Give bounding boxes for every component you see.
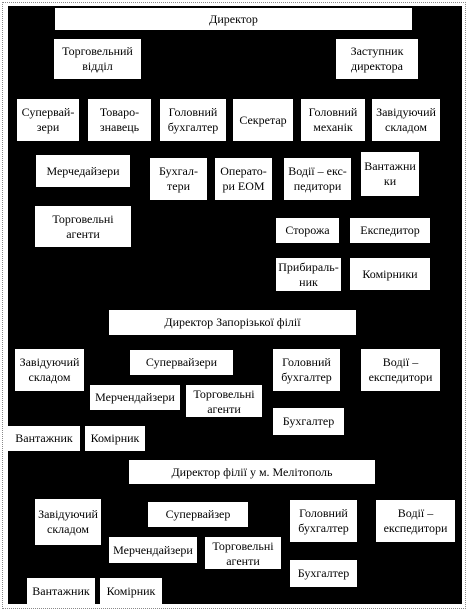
merchandisers-box-1: Мерчедайзери <box>36 155 130 187</box>
merchandisers-box-2: Мерчендайзери <box>90 385 180 410</box>
sales-agents-label-2: Торговельні агенти <box>193 387 255 416</box>
forwarder-label: Експедитор <box>360 223 420 237</box>
sales-agents-label-3: Торговельні агенти <box>212 539 274 568</box>
storekeepers-label-1: Комірники <box>362 266 418 281</box>
supervisors-label-1: Супервай- зери <box>21 105 75 134</box>
chief-accountant-box-1: Головний бухгалтер <box>160 99 226 141</box>
merchandisers-label-2: Мерчендайзери <box>95 390 175 404</box>
driver-forwarders-box-3: Водії – експедитори <box>376 500 455 542</box>
loader-box-2: Вантажник <box>8 426 80 451</box>
guards-label: Сторожа <box>285 223 330 237</box>
warehouse-head-label-1: Завідуючий складом <box>376 105 436 134</box>
storekeeper-box-3: Комірник <box>100 578 162 604</box>
cleaners-label: Прибираль- ник <box>278 260 339 289</box>
merchandisers-label-1: Мерчедайзери <box>46 163 120 178</box>
chief-mechanic-label: Головний механік <box>308 105 358 134</box>
merchandiser-box-1: Товаро- знавець <box>88 99 151 141</box>
melitopol-director-box: Директор філії у м. Мелітополь <box>129 460 375 484</box>
trade-department-box: Торговельний відділ <box>54 39 141 79</box>
supervisors-label-2: Супервайзери <box>145 355 218 369</box>
loaders-box-1: Вантажни ки <box>361 152 419 196</box>
secretary-label: Секретар <box>239 112 287 127</box>
driver-forwarders-box-2: Водії – експедитори <box>361 349 440 391</box>
storekeeper-label-3: Комірник <box>106 583 156 598</box>
computer-operators-box: Операто- ри ЕОМ <box>215 158 272 200</box>
supervisors-box-1: Супервай- зери <box>17 99 79 141</box>
loader-box-3: Вантажник <box>27 578 95 604</box>
loader-label-3: Вантажник <box>32 583 90 598</box>
merchandisers-label-3: Мерчендайзери <box>113 542 193 557</box>
chief-accountant-label-3: Головний бухгалтер <box>298 506 349 535</box>
director-box: Директор <box>55 8 412 30</box>
guards-box: Сторожа <box>276 218 339 243</box>
supervisors-box-2: Супервайзери <box>130 350 233 375</box>
accountant-label-3: Бухгалтер <box>297 566 350 580</box>
diagram-frame <box>2 2 466 609</box>
accountant-label-2: Бухгалтер <box>282 414 335 428</box>
trade-department-label: Торговельний відділ <box>62 44 133 73</box>
chief-accountant-box-2: Головний бухгалтер <box>273 349 340 391</box>
storekeeper-label-2: Комірник <box>90 431 140 445</box>
supervisor-label-3: Супервайзер <box>165 507 231 521</box>
deputy-director-label: Заступник директора <box>350 44 404 73</box>
chief-accountant-label-1: Головний бухгалтер <box>167 105 219 134</box>
warehouse-head-label-3: Завідуючий складом <box>38 507 98 536</box>
sales-agents-box-1: Торговельні агенти <box>35 206 131 247</box>
warehouse-head-box-2: Завідуючий складом <box>15 349 84 391</box>
loader-label-2: Вантажник <box>15 431 73 445</box>
deputy-director-box: Заступник директора <box>336 39 418 79</box>
sales-agents-box-2: Торговельні агенти <box>186 385 262 417</box>
storekeepers-box-1: Комірники <box>350 258 430 290</box>
sales-agents-box-3: Торговельні агенти <box>205 537 281 569</box>
storekeeper-box-2: Комірник <box>85 426 145 451</box>
accountants-label-1: Бухгал- тери <box>159 164 198 193</box>
driver-forwarders-box-1: Водії – екс- педитори <box>284 158 351 200</box>
director-label: Директор <box>209 11 258 26</box>
driver-forwarders-label-3: Водії – експедитори <box>383 506 448 535</box>
driver-forwarders-label-1: Водії – екс- педитори <box>288 164 347 193</box>
computer-operators-label: Операто- ри ЕОМ <box>220 164 267 193</box>
zaporizhzhia-director-box: Директор Запорізької філії <box>109 310 356 335</box>
sales-agents-label-1: Торговельні агенти <box>52 211 114 241</box>
zaporizhzhia-director-label: Директор Запорізької філії <box>164 315 301 329</box>
warehouse-head-label-2: Завідуючий складом <box>19 355 80 384</box>
accountants-box-1: Бухгал- тери <box>150 158 207 200</box>
chief-accountant-box-3: Головний бухгалтер <box>290 500 357 542</box>
cleaners-box: Прибираль- ник <box>276 258 341 291</box>
loaders-label-1: Вантажни ки <box>364 159 416 188</box>
forwarder-box: Експедитор <box>350 218 430 243</box>
warehouse-head-box-1: Завідуючий складом <box>372 99 440 141</box>
accountant-box-2: Бухгалтер <box>273 408 344 435</box>
supervisor-box-3: Супервайзер <box>148 502 248 527</box>
warehouse-head-box-3: Завідуючий складом <box>35 499 101 545</box>
accountant-box-3: Бухгалтер <box>290 560 357 587</box>
driver-forwarders-label-2: Водії – експедитори <box>368 355 433 384</box>
chief-mechanic-box: Головний механік <box>301 99 365 141</box>
secretary-box: Секретар <box>233 99 293 141</box>
chief-accountant-label-2: Головний бухгалтер <box>281 355 332 384</box>
merchandiser-label-1: Товаро- знавець <box>99 105 140 134</box>
merchandisers-box-3: Мерчендайзери <box>109 537 197 563</box>
melitopol-director-label: Директор філії у м. Мелітополь <box>171 464 333 479</box>
